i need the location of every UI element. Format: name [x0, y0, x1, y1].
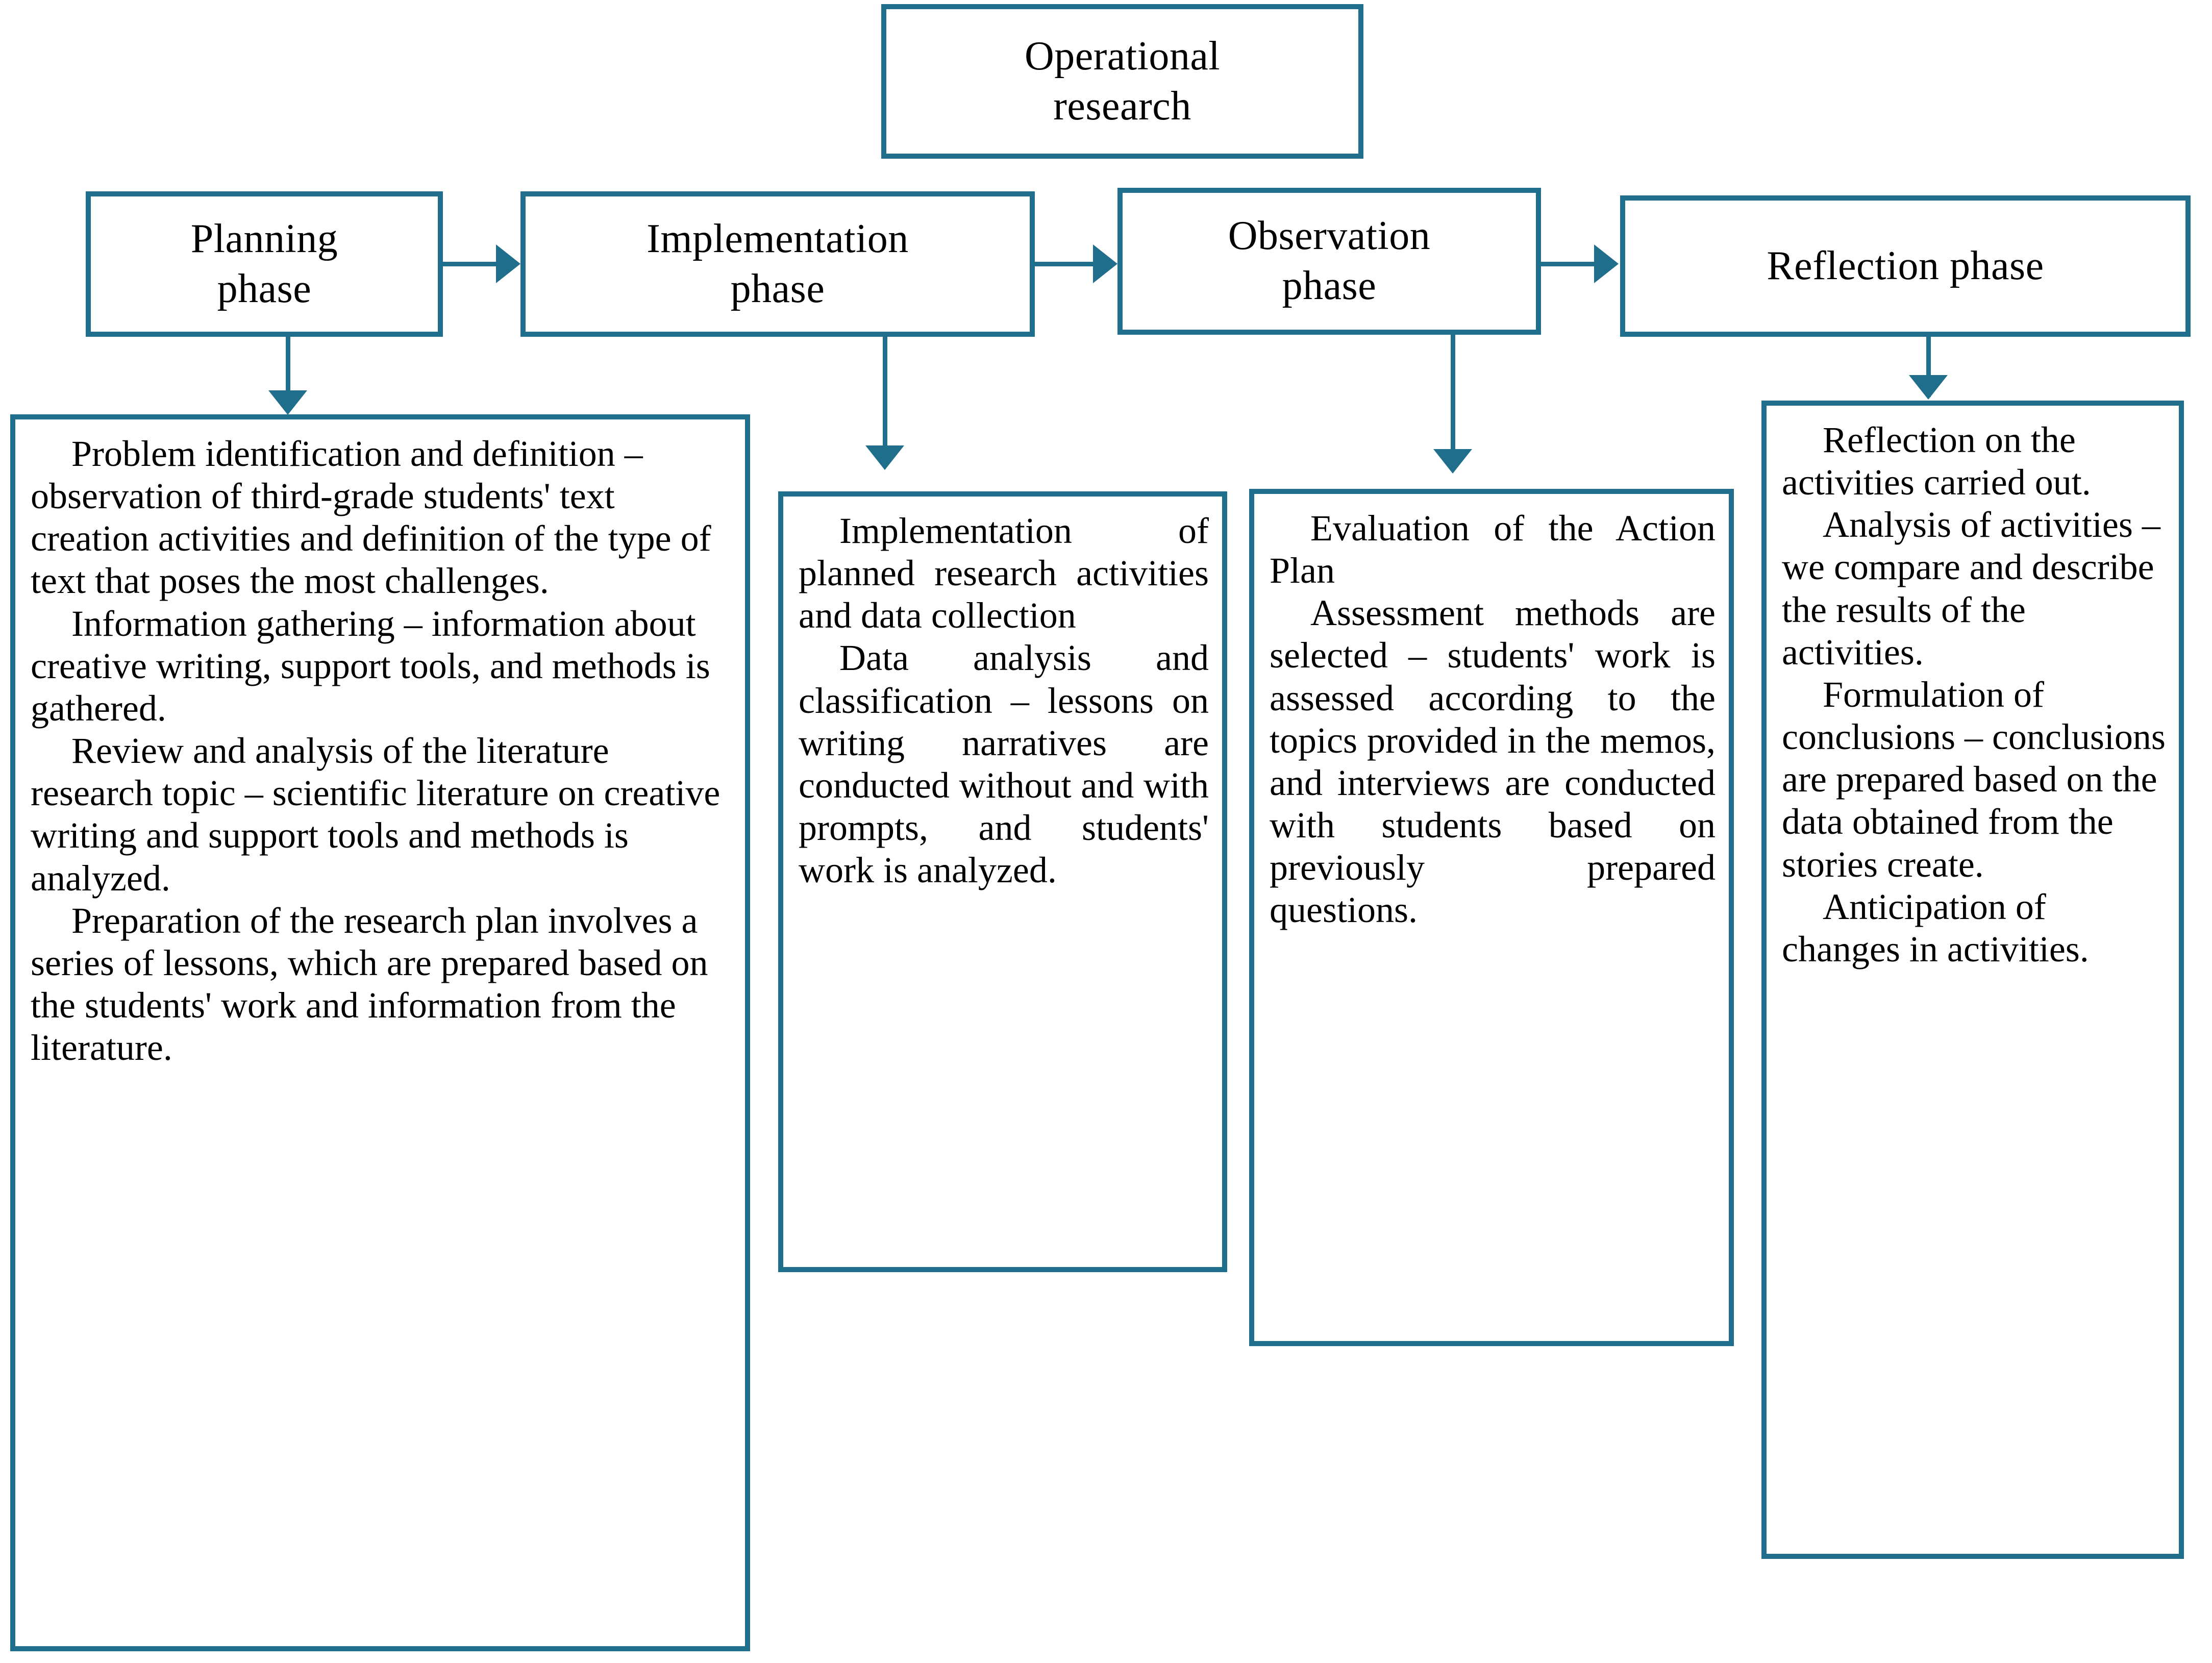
detail-reflection-paragraph-1: Reflection on the activities carried out… — [1782, 419, 2091, 503]
phase-box-reflection[interactable]: Reflection phase — [1620, 195, 2191, 337]
detail-planning-paragraph-1: Problem identification and definition – … — [31, 433, 711, 602]
phase-box-implementation-label: Implementation phase — [641, 214, 914, 314]
detail-observation-paragraph-2: Assessment methods are selected – studen… — [1270, 592, 1716, 931]
phase-planning-line-2: phase — [217, 266, 312, 311]
detail-box-implementation: Implementation of planned research activ… — [778, 491, 1227, 1272]
detail-box-planning: Problem identification and definition – … — [10, 414, 750, 1651]
connector-observation-to-detail — [1451, 334, 1455, 462]
arrowhead-reflection-detail-icon — [1909, 375, 1948, 400]
connector-reflection-to-detail — [1926, 336, 1931, 397]
detail-planning-paragraph-3: Review and analysis of the literature re… — [31, 730, 720, 899]
detail-implementation-paragraph-2: Data analysis and classification – lesso… — [799, 637, 1209, 891]
phase-observation-line-1: Observation — [1228, 213, 1431, 259]
detail-implementation-paragraph-1: Implementation of planned research activ… — [799, 510, 1209, 636]
arrowhead-observation-to-reflection-icon — [1594, 244, 1619, 283]
phase-implementation-line-1: Implementation — [647, 216, 909, 261]
detail-box-reflection: Reflection on the activities carried out… — [1761, 401, 2184, 1559]
detail-reflection-paragraph-3: Formulation of conclusions – conclusions… — [1782, 674, 2166, 885]
title-line-1: Operational — [1024, 33, 1221, 79]
connector-implementation-to-detail — [883, 336, 887, 458]
phase-box-planning-label: Planning phase — [186, 214, 343, 314]
connector-implementation-to-observation — [1035, 262, 1096, 266]
detail-planning-paragraph-4: Preparation of the research plan involve… — [31, 900, 708, 1069]
phase-reflection-line-1: Reflection phase — [1767, 243, 2044, 288]
detail-planning-paragraph-2: Information gathering – information abou… — [31, 603, 710, 729]
arrowhead-planning-detail-icon — [268, 390, 307, 415]
connector-observation-to-reflection — [1541, 262, 1597, 266]
phase-box-planning[interactable]: Planning phase — [86, 191, 443, 337]
phase-planning-line-1: Planning — [190, 216, 338, 261]
detail-box-observation: Evaluation of the Action Plan Assessment… — [1249, 489, 1734, 1346]
phase-box-implementation[interactable]: Implementation phase — [520, 191, 1035, 337]
connector-planning-to-implementation — [443, 262, 499, 266]
detail-observation-paragraph-1: Evaluation of the Action Plan — [1270, 508, 1716, 591]
phase-box-reflection-label: Reflection phase — [1761, 241, 2049, 291]
connector-planning-to-detail — [286, 336, 290, 403]
detail-reflection-paragraph-2: Analysis of activities – we compare and … — [1782, 504, 2160, 673]
title-box-text: Operational research — [1025, 32, 1220, 131]
phase-implementation-line-2: phase — [730, 266, 825, 311]
arrowhead-implementation-detail-icon — [865, 445, 904, 470]
title-line-2: research — [1053, 83, 1191, 129]
arrowhead-observation-detail-icon — [1433, 449, 1472, 474]
arrowhead-implementation-to-observation-icon — [1093, 244, 1117, 283]
phase-box-observation-label: Observation phase — [1223, 211, 1436, 311]
arrowhead-planning-to-implementation-icon — [496, 244, 520, 283]
phase-box-observation[interactable]: Observation phase — [1117, 188, 1541, 335]
phase-observation-line-2: phase — [1282, 263, 1377, 308]
title-box-operational-research: Operational research — [881, 4, 1363, 159]
detail-reflection-paragraph-4: Anticipation of changes in activities. — [1782, 886, 2089, 970]
